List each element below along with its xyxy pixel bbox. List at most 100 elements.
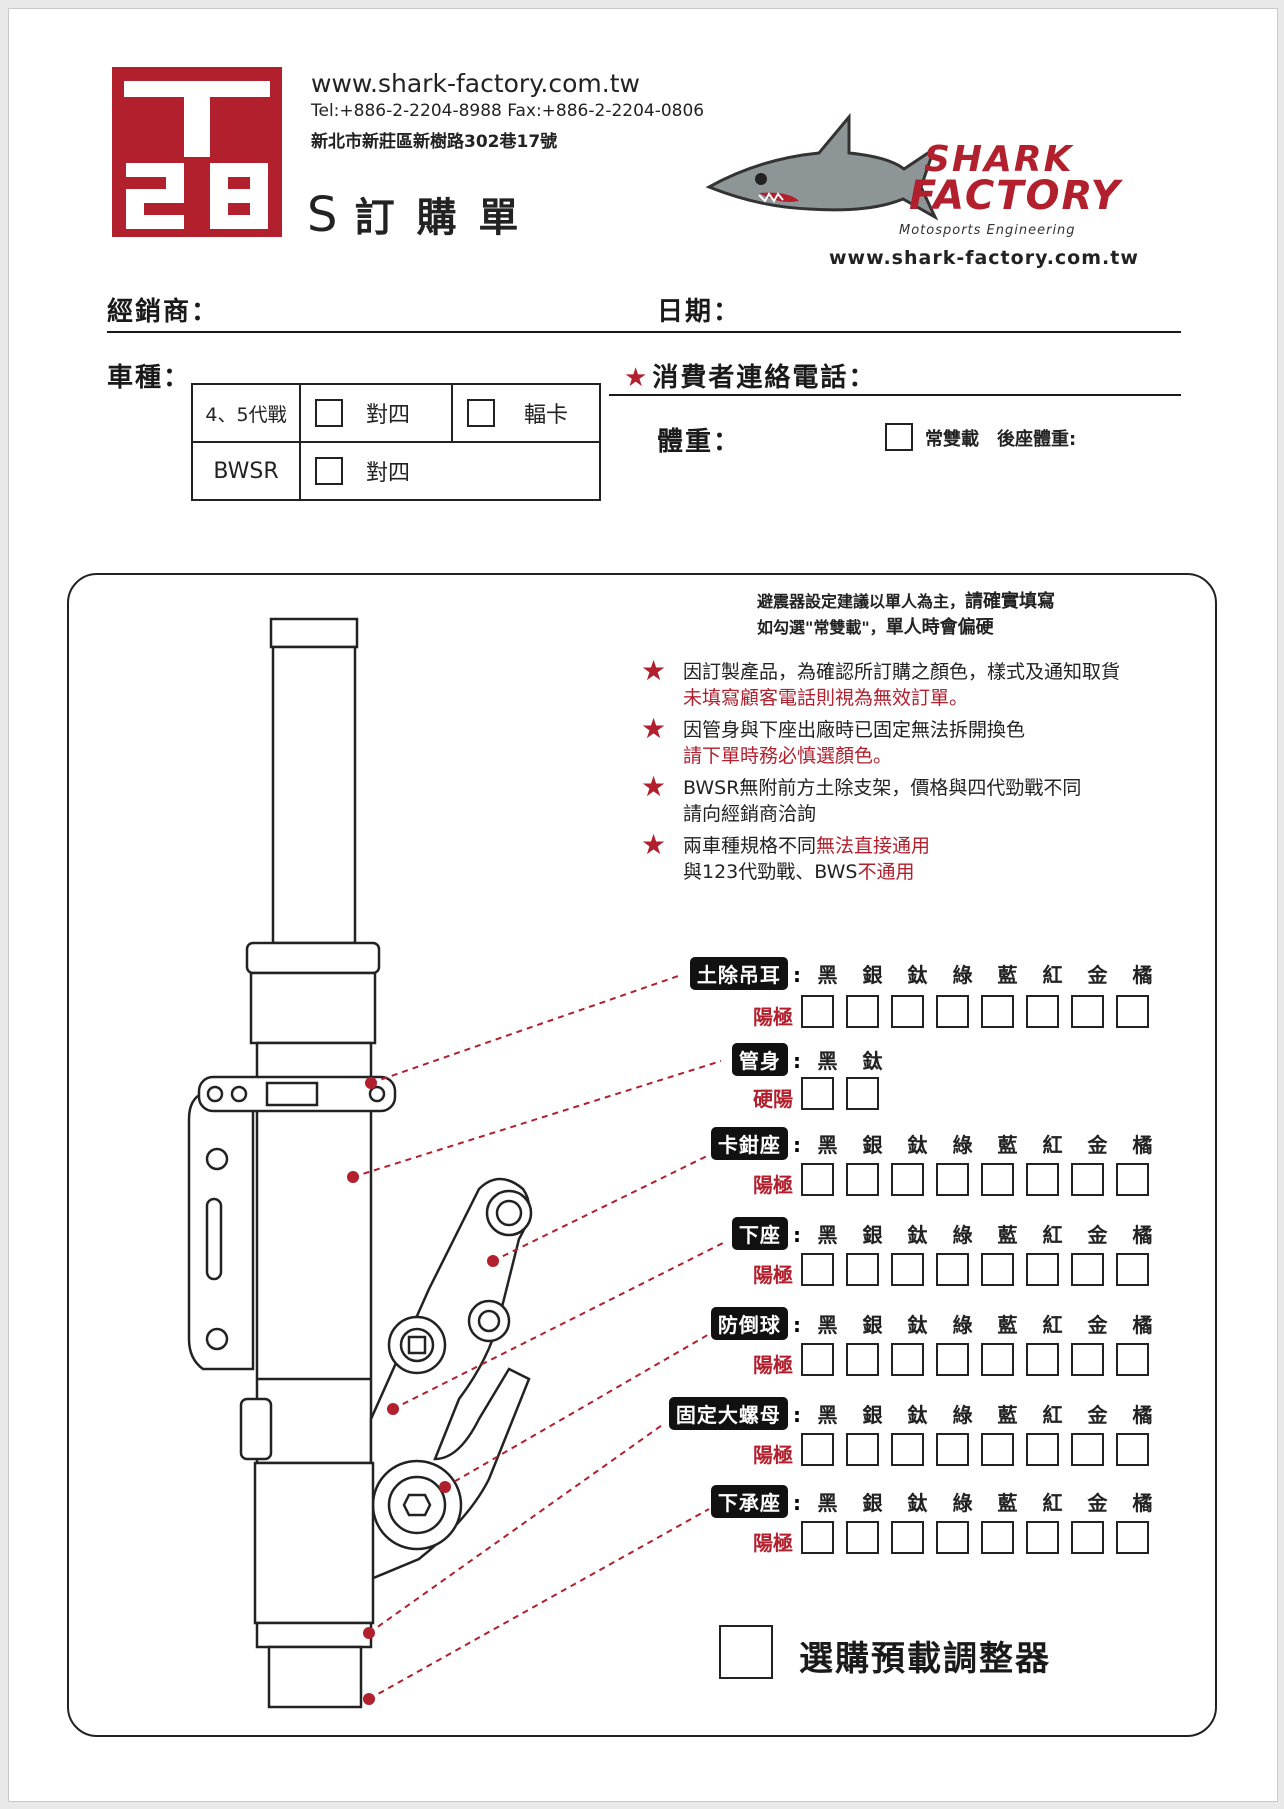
color-checkbox[interactable] xyxy=(936,1253,969,1286)
weight-label: 體重： xyxy=(657,427,742,457)
color-checkbox[interactable] xyxy=(846,1343,879,1376)
color-checkbox[interactable] xyxy=(846,1163,879,1196)
finish-label: 陽極 xyxy=(753,1443,793,1467)
color-checkbox[interactable] xyxy=(801,995,834,1028)
color-checkbox[interactable] xyxy=(846,1521,879,1554)
color-checkbox[interactable] xyxy=(891,1343,924,1376)
color-checkbox[interactable] xyxy=(936,995,969,1028)
color-checkbox[interactable] xyxy=(1116,1163,1149,1196)
required-star-icon: ★ xyxy=(624,363,648,393)
color-checkbox[interactable] xyxy=(1071,995,1104,1028)
color-label: 銀 xyxy=(862,963,883,987)
color-label: 鈦 xyxy=(907,1133,928,1157)
note2-star-icon: ★ xyxy=(641,712,667,745)
color-label: 藍 xyxy=(997,963,1018,987)
color-checkbox[interactable] xyxy=(981,1253,1014,1286)
color-label: 橘 xyxy=(1132,1403,1153,1427)
finish-label: 陽極 xyxy=(753,1531,793,1555)
color-checkbox[interactable] xyxy=(1116,1343,1149,1376)
brand-website: www.shark-factory.com.tw xyxy=(829,247,1139,269)
opt-bwsr-four-piston-checkbox[interactable] xyxy=(315,457,343,485)
color-checkbox[interactable] xyxy=(1026,1253,1059,1286)
color-label: 黑 xyxy=(817,1403,838,1427)
color-checkbox[interactable] xyxy=(1071,1433,1104,1466)
finish-label: 陽極 xyxy=(753,1005,793,1029)
color-checkbox[interactable] xyxy=(891,1521,924,1554)
opt-45-four-piston-checkbox[interactable] xyxy=(315,399,343,427)
order-panel xyxy=(67,573,1217,1737)
color-checkbox[interactable] xyxy=(1071,1163,1104,1196)
dealer-date-line[interactable] xyxy=(107,331,1181,333)
color-checkbox[interactable] xyxy=(936,1343,969,1376)
two-up-checkbox[interactable] xyxy=(885,423,913,451)
setting-advice-line2-emph: 單人時會偏硬 xyxy=(885,617,994,638)
color-checkbox[interactable] xyxy=(891,1163,924,1196)
color-checkbox[interactable] xyxy=(846,1433,879,1466)
color-checkbox[interactable] xyxy=(801,1521,834,1554)
part-caliper-mount: 卡鉗座 : 黑銀鈦綠藍紅金橘 陽極 xyxy=(569,1127,1189,1217)
part-name-tag: 下承座 xyxy=(710,1485,788,1518)
color-label: 金 xyxy=(1087,1223,1108,1247)
note4-line1-a: 兩車種規格不同 xyxy=(683,835,817,857)
color-checkbox[interactable] xyxy=(1026,1521,1059,1554)
form-title-text: 訂 購 單 xyxy=(354,195,523,241)
color-checkbox[interactable] xyxy=(1071,1343,1104,1376)
part-tube: 管身 : 黑鈦 硬陽 xyxy=(569,1043,1189,1127)
part-bottom-cap: 下承座 : 黑銀鈦綠藍紅金橘 陽極 xyxy=(569,1485,1189,1575)
color-label: 金 xyxy=(1087,1313,1108,1337)
color-checkbox[interactable] xyxy=(981,1521,1014,1554)
preload-adjuster-checkbox[interactable] xyxy=(719,1625,773,1679)
color-label: 金 xyxy=(1087,1403,1108,1427)
setting-advice: 避震器設定建議以單人為主，請確實填寫 如勾選"常雙載"，單人時會偏硬 xyxy=(757,589,1055,641)
color-checkbox[interactable] xyxy=(1116,1253,1149,1286)
opt-45-radial-checkbox[interactable] xyxy=(467,399,495,427)
color-checkbox[interactable] xyxy=(891,995,924,1028)
color-checkbox[interactable] xyxy=(801,1253,834,1286)
color-checkbox[interactable] xyxy=(1026,995,1059,1028)
color-checkbox[interactable] xyxy=(846,1253,879,1286)
color-checkbox[interactable] xyxy=(846,995,879,1028)
parts-color-list: 土除吊耳 : 黑銀鈦綠藍紅金橘 陽極 管身 : 黑鈦 硬陽 xyxy=(569,957,1189,1575)
color-checkbox[interactable] xyxy=(801,1077,834,1110)
color-checkbox[interactable] xyxy=(981,1343,1014,1376)
color-checkbox[interactable] xyxy=(936,1163,969,1196)
color-checkbox[interactable] xyxy=(1071,1521,1104,1554)
part-lower-leg: 下座 : 黑銀鈦綠藍紅金橘 陽極 xyxy=(569,1217,1189,1307)
color-label: 綠 xyxy=(952,963,973,987)
color-label: 黑 xyxy=(817,1049,838,1073)
date-label: 日期： xyxy=(657,297,742,327)
finish-label: 陽極 xyxy=(753,1353,793,1377)
color-label: 銀 xyxy=(862,1313,883,1337)
color-checkbox[interactable] xyxy=(1116,1521,1149,1554)
note1-star-icon: ★ xyxy=(641,654,667,687)
color-checkbox[interactable] xyxy=(801,1163,834,1196)
color-checkbox[interactable] xyxy=(801,1433,834,1466)
color-checkbox[interactable] xyxy=(1116,995,1149,1028)
color-label: 紅 xyxy=(1042,1403,1063,1427)
color-checkbox[interactable] xyxy=(891,1433,924,1466)
color-checkbox[interactable] xyxy=(846,1077,879,1110)
color-checkbox[interactable] xyxy=(1026,1433,1059,1466)
t28-logo xyxy=(112,67,282,237)
color-checkbox[interactable] xyxy=(1071,1253,1104,1286)
color-label: 銀 xyxy=(862,1223,883,1247)
opt-bwsr-four-piston-label: 對四 xyxy=(366,461,411,486)
color-checkbox[interactable] xyxy=(891,1253,924,1286)
color-label: 橘 xyxy=(1132,963,1153,987)
color-checkbox[interactable] xyxy=(936,1433,969,1466)
color-checkbox[interactable] xyxy=(981,1433,1014,1466)
vehicle-model-45: 4、5代戰 xyxy=(191,383,301,443)
color-label: 綠 xyxy=(952,1313,973,1337)
color-checkbox[interactable] xyxy=(1026,1343,1059,1376)
color-checkbox[interactable] xyxy=(1116,1433,1149,1466)
company-website: www.shark-factory.com.tw xyxy=(311,69,640,98)
color-checkbox[interactable] xyxy=(981,1163,1014,1196)
note1-line2: 未填寫顧客電話則視為無效訂單。 xyxy=(683,687,969,709)
color-checkbox[interactable] xyxy=(801,1343,834,1376)
color-label: 鈦 xyxy=(907,1491,928,1515)
color-label: 紅 xyxy=(1042,963,1063,987)
phone-input-line[interactable] xyxy=(609,394,1181,396)
color-checkbox[interactable] xyxy=(981,995,1014,1028)
color-checkbox[interactable] xyxy=(936,1521,969,1554)
color-checkbox[interactable] xyxy=(1026,1163,1059,1196)
